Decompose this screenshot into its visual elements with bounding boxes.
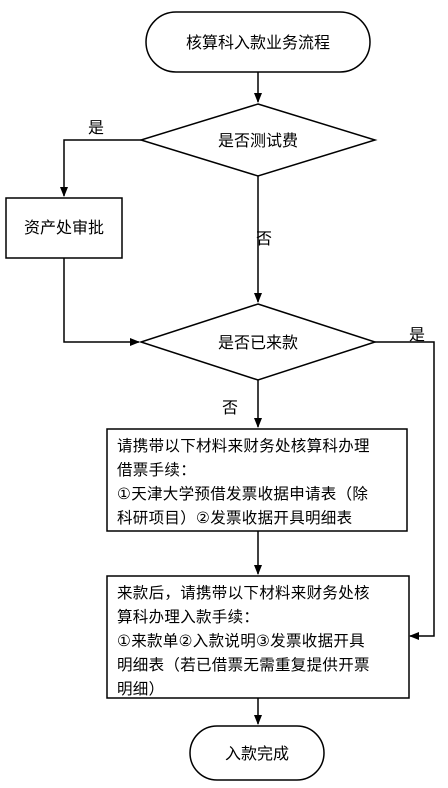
borrow-invoice-box	[106, 428, 408, 532]
label-yes-test-fee: 是	[88, 118, 104, 137]
edge-test-fee-yes	[60, 139, 141, 197]
label-yes-arrived: 是	[409, 325, 425, 344]
edge-asset-to-decision-2	[63, 258, 140, 346]
deposit-line-2: 算科办理入款手续：	[117, 608, 260, 626]
deposit-line-5: 明细）	[117, 680, 165, 698]
deposit-line-3: ①来款单②入款说明③发票收据开具	[117, 632, 365, 650]
end-node	[189, 725, 325, 781]
decision-test-fee-label: 是否测试费	[218, 131, 298, 150]
asset-approval-box	[5, 197, 123, 259]
start-node-label: 核算科入款业务流程	[186, 33, 330, 52]
borrow-line-3: ①天津大学预借发票收据申请表（除	[117, 485, 369, 503]
deposit-line-1: 来款后，请携带以下材料来财务处核	[117, 584, 370, 602]
borrow-line-2: 借票手续：	[117, 461, 197, 479]
borrow-invoice-text: 请携带以下材料来财务处核算科办理 借票手续： ①天津大学预借发票收据申请表（除 …	[117, 434, 370, 530]
asset-approval-label: 资产处审批	[24, 218, 104, 237]
label-no-test-fee: 否	[256, 229, 272, 248]
borrow-line-1: 请携带以下材料来财务处核算科办理	[117, 437, 370, 455]
decision-arrived-label: 是否已来款	[218, 333, 298, 352]
deposit-procedure-box	[106, 575, 410, 699]
end-node-label: 入款完成	[225, 744, 289, 763]
edge-arrived-yes	[375, 341, 435, 640]
deposit-procedure-text: 来款后，请携带以下材料来财务处核 算科办理入款手续： ①来款单②入款说明③发票收…	[117, 581, 370, 701]
label-no-arrived: 否	[222, 398, 238, 417]
borrow-line-4: 科研项目）②发票收据开具明细表	[117, 509, 353, 527]
deposit-line-4: 明细表（若已借票无需重复提供开票	[117, 656, 370, 674]
